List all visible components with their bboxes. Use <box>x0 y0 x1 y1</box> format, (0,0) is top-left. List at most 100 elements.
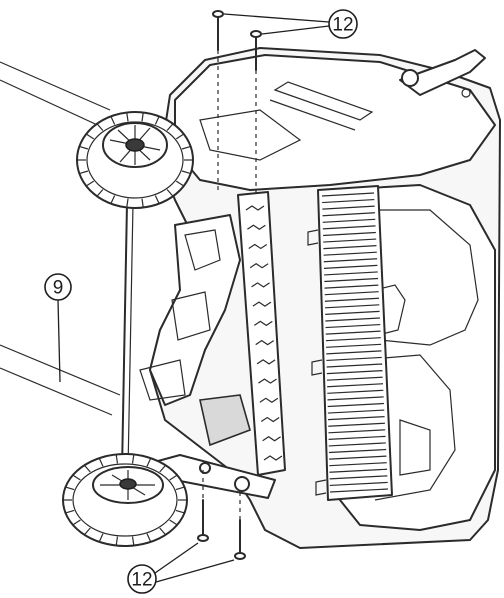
tread-block <box>169 519 178 526</box>
tread-block <box>83 464 91 473</box>
deck-side <box>139 214 251 447</box>
comb-line <box>329 462 387 467</box>
comb-line <box>322 218 376 223</box>
comb-line <box>326 376 383 381</box>
callout-12-bottom: 12 <box>127 542 235 594</box>
comb-line <box>327 402 384 408</box>
tread-block <box>159 464 167 473</box>
comb-line <box>329 455 387 460</box>
tread-block <box>175 133 185 140</box>
screw-top-left <box>212 10 224 190</box>
comb-line <box>327 389 384 394</box>
tread-block <box>65 509 75 514</box>
tread-block <box>146 457 152 467</box>
comb-line <box>328 435 386 440</box>
screw-bottom-right <box>234 492 246 560</box>
tread-block <box>126 198 129 208</box>
aerator-tine <box>245 205 265 211</box>
tread-block <box>159 527 167 536</box>
tread-block <box>169 474 178 481</box>
tread-block <box>175 486 185 491</box>
aerator-tine <box>258 378 277 384</box>
top-wheel <box>76 111 194 209</box>
aerator-tine <box>253 320 273 327</box>
comb-line <box>323 238 377 243</box>
tread-block <box>141 112 144 122</box>
comb-line <box>326 343 382 348</box>
tread-block <box>181 145 191 150</box>
tread-block <box>85 133 95 140</box>
tread-block <box>79 145 89 150</box>
callout-12-top-label: 12 <box>332 15 353 36</box>
tread-block <box>85 180 95 187</box>
comb-line <box>324 271 378 276</box>
top-wheel-tread <box>77 112 193 208</box>
comb-line <box>324 291 379 296</box>
comb-line <box>328 442 386 447</box>
screw-bottom-left <box>197 470 209 542</box>
comb-line <box>328 429 386 434</box>
comb-line <box>325 317 380 322</box>
tread-block <box>166 189 174 197</box>
comb-line <box>324 277 379 283</box>
comb-line <box>327 396 384 401</box>
comb-line <box>324 297 380 302</box>
comb-line <box>322 225 376 230</box>
aerator-tine <box>249 262 269 269</box>
tread-block <box>115 536 119 546</box>
tread-block <box>131 454 135 464</box>
comb-line <box>326 370 383 375</box>
tread-block <box>146 533 152 543</box>
tread-block <box>154 195 160 204</box>
comb-line <box>323 231 376 237</box>
tread-block <box>98 457 104 467</box>
aerator-tine <box>259 397 279 404</box>
comb-line <box>327 409 385 414</box>
screws-top <box>212 10 262 195</box>
comb-line <box>325 330 381 335</box>
aerator-tine <box>247 224 266 230</box>
aerator-tine <box>251 282 270 288</box>
comb-line <box>329 475 388 480</box>
tread-block <box>96 189 104 197</box>
screws-bottom <box>197 470 246 560</box>
comb-line <box>327 383 384 388</box>
comb-line <box>325 310 380 315</box>
aerator-tine <box>263 455 283 461</box>
comb-line <box>322 198 375 204</box>
aerator-tines <box>245 205 283 461</box>
comb-line <box>324 284 379 289</box>
comb-line <box>321 192 375 197</box>
aerator-drum <box>237 191 286 476</box>
aerator-tine <box>252 301 272 307</box>
tread-block <box>79 170 89 175</box>
callout-12-bottom-label: 12 <box>131 570 152 591</box>
tread-block <box>98 533 104 543</box>
comb-line <box>323 264 378 269</box>
tread-block <box>96 123 104 131</box>
comb-line <box>323 245 377 250</box>
tread-block <box>154 116 160 125</box>
aerator-tine <box>256 359 276 365</box>
tread-block <box>131 536 135 546</box>
tread-block <box>83 527 91 536</box>
comb-line <box>322 212 375 217</box>
comb-line <box>328 422 385 427</box>
tread-block <box>175 180 185 187</box>
aerator-tine <box>248 243 268 250</box>
callout-12-top: 12 <box>223 9 358 39</box>
aerator-tine <box>260 416 280 423</box>
rake-roller <box>307 185 393 501</box>
tread-block <box>65 486 75 491</box>
comb-line <box>325 323 381 329</box>
callout-9-label: 9 <box>53 278 64 299</box>
comb-line <box>326 350 382 355</box>
bottom-wheel <box>62 453 188 547</box>
comb-line <box>329 488 389 493</box>
tread-block <box>126 112 129 122</box>
tread-block <box>72 519 81 526</box>
comb-line <box>326 363 383 368</box>
aerator-tine <box>255 339 275 346</box>
tread-block <box>110 116 116 125</box>
